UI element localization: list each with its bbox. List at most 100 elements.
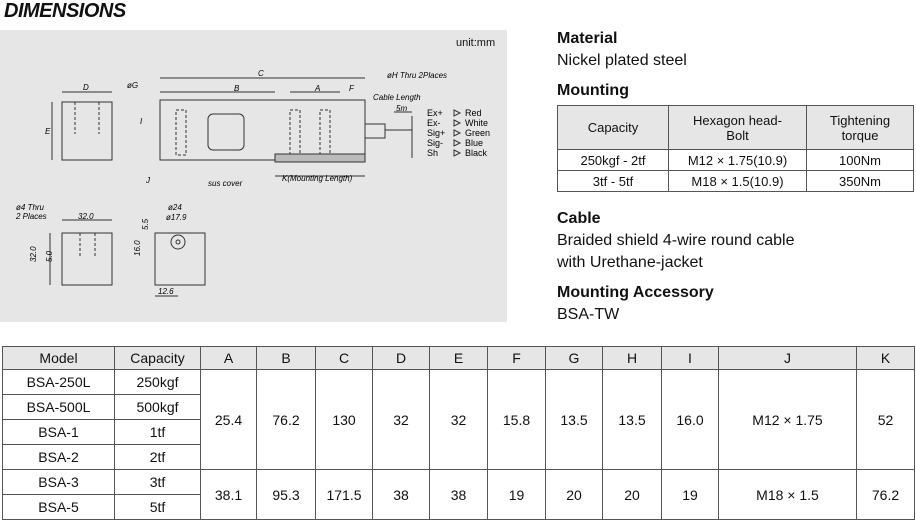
header-cell: Capacity: [114, 346, 201, 370]
capacity-cell: 5tf: [114, 494, 201, 520]
wire-color-4: Black: [465, 148, 488, 158]
label-126: 12.6: [158, 287, 174, 296]
label-b: B: [234, 84, 240, 93]
dim-cell: 25.4: [200, 369, 257, 470]
label-k: K(Mounting Length): [282, 174, 353, 183]
header-cell: A: [200, 346, 257, 370]
wire-color-3: Blue: [465, 138, 483, 148]
model-cell: BSA-2: [2, 444, 115, 470]
capacity-cell: 2tf: [114, 444, 201, 470]
table-row: BSA-5 5tf: [2, 494, 915, 520]
label-e: E: [45, 127, 51, 136]
material-value: Nickel plated steel: [557, 52, 687, 69]
wire-color-2: Green: [465, 128, 490, 138]
model-cell: BSA-250L: [2, 369, 115, 395]
header-cell: C: [315, 346, 373, 370]
model-cell: BSA-500L: [2, 394, 115, 420]
dim-cell: 130: [315, 369, 373, 470]
capacity-cell: 250kgf: [114, 369, 201, 395]
dim-cell: 171.5: [315, 469, 373, 520]
header-cell: D: [372, 346, 430, 370]
label-32v: 32.0: [29, 246, 38, 262]
accessory-value: BSA-TW: [557, 306, 620, 323]
table-row: BSA-3 3tf 38.1 95.3 171.5 38 38 19 20 20…: [2, 469, 915, 520]
dim-cell: M12 × 1.75: [718, 369, 857, 470]
wire-color-0: Red: [465, 108, 482, 118]
mounting-cell: 350Nm: [806, 170, 914, 192]
capacity-cell: 500kgf: [114, 394, 201, 420]
cable-heading: Cable: [557, 210, 601, 227]
table-row: BSA-500L 500kgf: [2, 394, 915, 420]
mounting-cell: 250kgf - 2tf: [557, 149, 669, 171]
dim-cell: 13.5: [545, 369, 603, 470]
dim-cell: 16.0: [661, 369, 719, 470]
header-cell: H: [602, 346, 662, 370]
dim-cell: 95.3: [256, 469, 316, 520]
label-5m: 5m: [396, 104, 407, 113]
dim-cell: 13.5: [602, 369, 662, 470]
label-d179: ø17.9: [166, 213, 187, 222]
dim-cell: M18 × 1.5: [718, 469, 857, 520]
header-cell: J: [718, 346, 857, 370]
label-phih: øH Thru 2Places: [387, 71, 447, 80]
label-2places: 2 Places: [15, 212, 47, 221]
label-32h: 32.0: [78, 212, 94, 221]
label-thru4: ø4 Thru: [16, 203, 45, 212]
unit-label: unit:mm: [456, 37, 496, 49]
label-160: 16.0: [133, 240, 142, 256]
side-view: [159, 77, 413, 177]
capacity-cell: 3tf: [114, 469, 201, 495]
capacity-cell: 1tf: [114, 419, 201, 445]
dim-cell: 38: [372, 469, 430, 520]
mounting-header-torque: Tightening torque: [806, 105, 914, 150]
dim-cell: 38.1: [200, 469, 257, 520]
header-cell: F: [487, 346, 546, 370]
dim-cell: 19: [487, 469, 546, 520]
dim-cell: 20: [545, 469, 603, 520]
model-cell: BSA-3: [2, 469, 115, 495]
label-f: F: [349, 84, 355, 93]
label-sus-cover: sus cover: [208, 179, 243, 188]
cable-line2: with Urethane-jacket: [557, 254, 703, 271]
mounting-header-capacity: Capacity: [557, 105, 669, 150]
mounting-cell: 100Nm: [806, 149, 914, 171]
cable-line1: Braided shield 4-wire round cable: [557, 232, 795, 249]
section-view: [154, 232, 206, 297]
bottom-view: [49, 219, 113, 286]
wire-signal-4: Sh: [427, 148, 438, 158]
dim-cell: 76.2: [256, 369, 316, 470]
wire-arrow-icons: [453, 109, 462, 157]
wire-signal-1: Ex-: [427, 118, 441, 128]
label-phig: øG: [127, 81, 138, 90]
accessory-heading: Mounting Accessory: [557, 284, 714, 301]
dim-cell: 76.2: [856, 469, 915, 520]
mounting-heading: Mounting: [557, 82, 629, 99]
wire-signal-0: Ex+: [427, 108, 443, 118]
label-c: C: [258, 69, 264, 78]
table-row: BSA-2 2tf: [2, 444, 915, 470]
dim-cell: 19: [661, 469, 719, 520]
table-row: BSA-1 1tf: [2, 419, 915, 445]
page-title: DIMENSIONS: [4, 0, 126, 22]
dimensions-table: Model Capacity A B C D E F G H I J K BSA…: [2, 346, 915, 520]
label-55: 5.5: [141, 218, 150, 230]
wire-signal-3: Sig-: [427, 138, 443, 148]
header-cell: K: [856, 346, 915, 370]
dim-cell: 32: [429, 369, 488, 470]
model-cell: BSA-1: [2, 419, 115, 445]
wire-signal-2: Sig+: [427, 128, 445, 138]
label-a: A: [314, 84, 320, 93]
label-j: J: [145, 176, 151, 185]
mounting-cell: M12 × 1.75(10.9): [668, 149, 807, 171]
dim-cell: 20: [602, 469, 662, 520]
wire-list: Ex+ Red Ex- White Sig+ Green Sig- Blue S…: [427, 108, 490, 158]
wire-color-1: White: [465, 118, 488, 128]
dim-cell: 38: [429, 469, 488, 520]
dim-cell: 15.8: [487, 369, 546, 470]
header-cell: I: [661, 346, 719, 370]
label-cable-length: Cable Length: [373, 93, 421, 102]
header-cell: Model: [2, 346, 115, 370]
label-d24: ø24: [168, 203, 182, 212]
dim-cell: 52: [856, 369, 915, 470]
table-header-row: Model Capacity A B C D E F G H I J K: [2, 346, 915, 370]
